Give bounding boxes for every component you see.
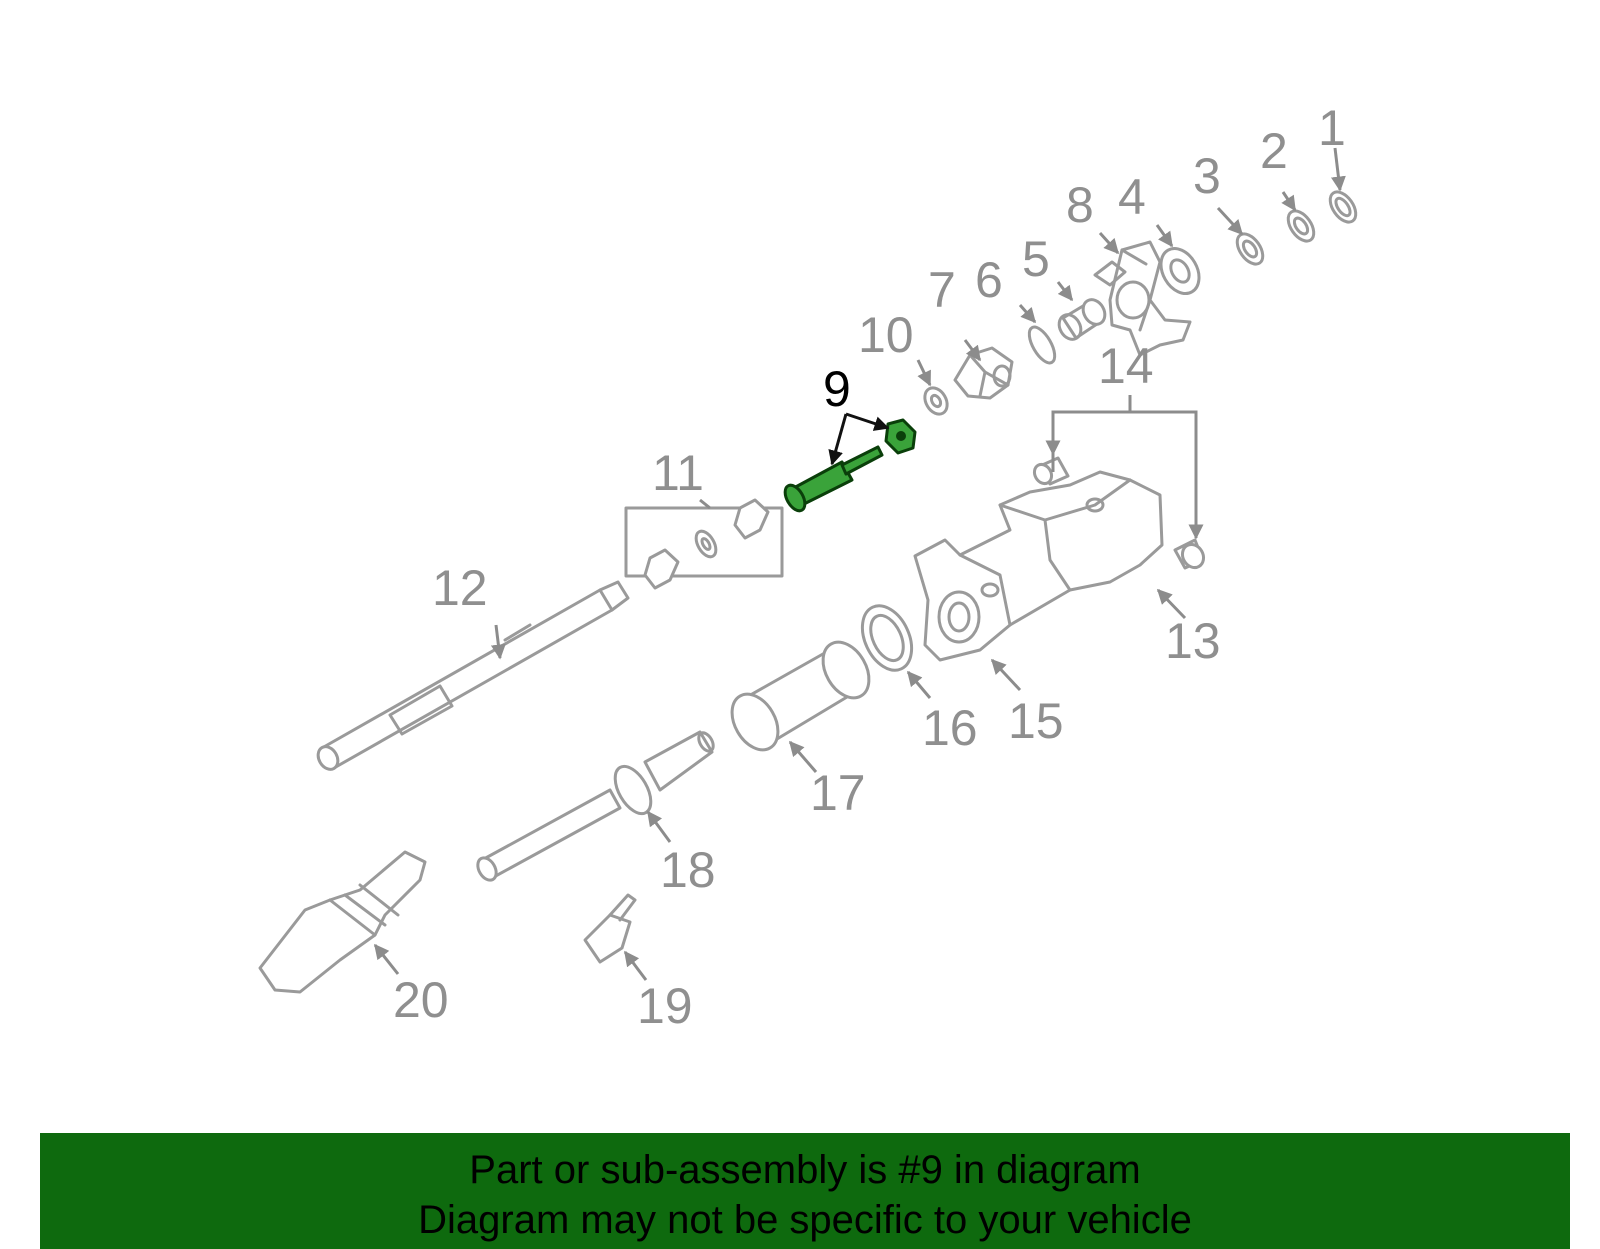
info-banner: Part or sub-assembly is #9 in diagram Di… [40, 1133, 1570, 1249]
callout-8: 8 [1066, 177, 1094, 233]
part-12-intermediate-shaft [316, 580, 630, 771]
callout-6: 6 [975, 252, 1003, 308]
callout-3: 3 [1193, 148, 1221, 204]
callout-12: 12 [432, 560, 488, 616]
callout-7: 7 [928, 262, 956, 318]
part-16-seal [860, 604, 914, 672]
callout-17: 17 [810, 765, 866, 821]
part-19-sensor [583, 893, 637, 964]
callout-10: 10 [858, 307, 914, 363]
callout-16: 16 [922, 700, 978, 756]
part-8-housing [1093, 240, 1192, 357]
part-14-bolts [1032, 456, 1206, 570]
part-9-highlighted [783, 418, 917, 513]
callout-4: 4 [1118, 169, 1146, 225]
callout-labels: 1 2 3 4 5 6 7 8 9 10 11 12 13 14 15 16 1… [393, 100, 1346, 1034]
part-5-bushing [1057, 298, 1107, 341]
leader-lines [373, 147, 1346, 981]
callout-11: 11 [652, 445, 704, 501]
part-2-washer [1286, 209, 1316, 243]
callout-20: 20 [393, 972, 449, 1028]
steering-column-diagram: 1 2 3 4 5 6 7 8 9 10 11 12 13 14 15 16 1… [258, 100, 1358, 1034]
part-6-oring [1027, 325, 1057, 365]
part-20-boot [258, 850, 427, 994]
part-13-column-bracket [913, 470, 1164, 662]
part-3-washer [1235, 232, 1265, 266]
part-1-snap-ring [1328, 190, 1358, 224]
callout-14: 14 [1098, 338, 1154, 394]
callout-18: 18 [660, 842, 716, 898]
part-7-lock [953, 346, 1014, 400]
banner-line-2: Diagram may not be specific to your vehi… [418, 1198, 1192, 1242]
callout-9: 9 [823, 361, 851, 417]
callout-2: 2 [1260, 123, 1288, 179]
callout-15: 15 [1008, 693, 1064, 749]
part-4-bearing [1159, 247, 1201, 295]
leader-lines-9 [828, 412, 890, 466]
part-11-u-joint-kit [624, 498, 784, 590]
part-18-lower-shaft [476, 730, 715, 882]
callout-13: 13 [1165, 613, 1221, 669]
banner-line-1: Part or sub-assembly is #9 in diagram [469, 1148, 1141, 1192]
callout-19: 19 [637, 978, 693, 1034]
part-10-washer [923, 386, 949, 416]
callout-1: 1 [1318, 100, 1346, 156]
part-17-cover [730, 640, 871, 752]
callout-5: 5 [1022, 231, 1050, 287]
